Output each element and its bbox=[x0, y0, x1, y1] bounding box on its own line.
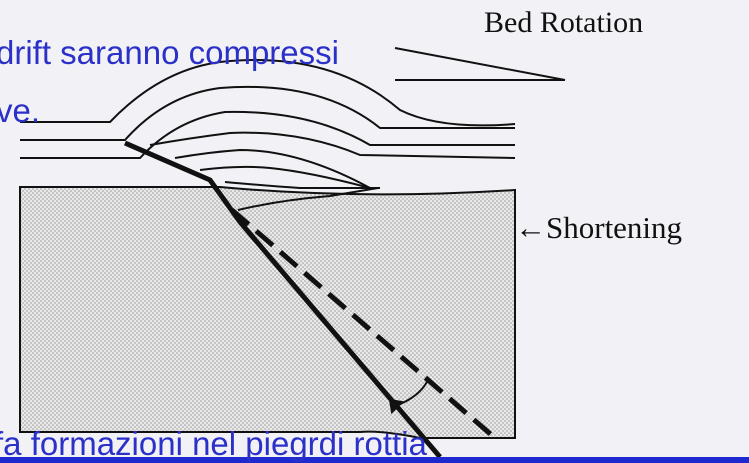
overlay-text-bottom: fa formazioni nel piegrdi rottia bbox=[0, 425, 427, 462]
stippled-block bbox=[19, 186, 516, 439]
bed-rotation-label: Bed Rotation bbox=[484, 6, 644, 39]
shortening-label: ←Shortening bbox=[515, 210, 683, 245]
overlay-text-line1: drift saranno compressi bbox=[0, 34, 339, 71]
folded-layers bbox=[20, 59, 516, 211]
overlay-text-line2: ve. bbox=[0, 92, 41, 129]
dashed-original-fault bbox=[230, 208, 497, 440]
rotation-arc-icon bbox=[388, 379, 429, 415]
bed-rotation-angle-icon bbox=[394, 47, 566, 81]
fault-line bbox=[124, 140, 442, 457]
